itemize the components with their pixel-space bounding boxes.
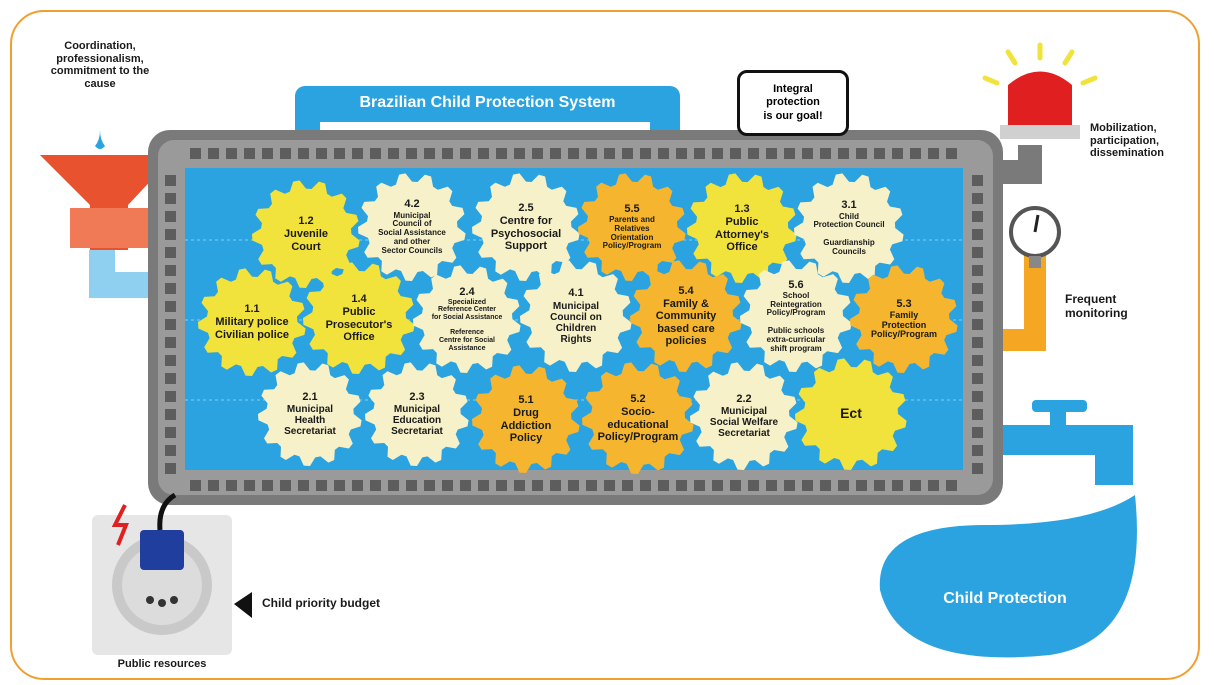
gear-label: School Reintegration Policy/Program Publ… — [766, 290, 826, 353]
gear-number: 2.5 — [518, 202, 534, 215]
gear-label: Drug Addiction Policy — [500, 407, 552, 444]
power-socket-icon — [92, 492, 232, 655]
system-title: Brazilian Child Protection System — [295, 86, 680, 120]
gear-number: 1.1 — [244, 303, 260, 316]
gear-label: Specialized Reference Center for Social … — [431, 298, 503, 352]
gear-number: 2.3 — [409, 390, 425, 403]
goal-text: Integral protection is our goal! — [763, 83, 823, 122]
gear-number: 5.4 — [678, 285, 694, 298]
siren-icon — [982, 42, 1098, 139]
gear-number: 3.1 — [841, 199, 857, 212]
gear-number: 2.1 — [302, 390, 318, 403]
gear-label: Municipal Health Secretariat — [284, 404, 336, 438]
siren-pipe — [1003, 145, 1042, 184]
gear-number: 2.2 — [736, 392, 752, 405]
goal-box: Integral protection is our goal! — [737, 70, 849, 136]
gear-label: Municipal Council of Social Assistance a… — [378, 210, 446, 255]
gear-number: 5.3 — [896, 297, 912, 310]
budget-label: Child priority budget — [262, 596, 380, 610]
water-drop — [879, 495, 1137, 658]
gear-etc: Ect — [795, 358, 907, 470]
gear-number: 2.4 — [459, 285, 475, 298]
outer-frame — [10, 10, 1200, 680]
megaphone-icon — [234, 592, 252, 618]
gear-number: 5.6 — [788, 278, 804, 291]
gear-label: Family & Community based care policies — [655, 298, 717, 347]
gear-number: 1.3 — [734, 203, 750, 216]
gear-label: Centre for Psychosocial Support — [490, 215, 562, 252]
gear-label: Public Prosecutor's Office — [325, 306, 393, 343]
gear-label: Municipal Education Secretariat — [391, 404, 443, 438]
gear-number: 4.2 — [404, 198, 420, 211]
gear-label: Socio- educational Policy/Program — [597, 406, 679, 443]
gear-label: Public Attorney's Office — [715, 216, 769, 253]
gear-label: Ect — [840, 405, 862, 422]
mobilization-label: Mobilization, participation, disseminati… — [1090, 122, 1164, 160]
gear-label: Parents and Relatives Orientation Policy… — [602, 214, 662, 251]
gear-number: 1.4 — [351, 293, 367, 306]
gear-number: 1.2 — [298, 215, 314, 228]
monitoring-label: Frequent monitoring — [1065, 292, 1128, 320]
gear-number: 5.2 — [630, 393, 646, 406]
gear-label: Family Protection Policy/Program — [870, 309, 938, 340]
funnel-icon — [40, 130, 175, 250]
gear-number: 4.1 — [568, 287, 584, 300]
gear-number: 5.5 — [624, 202, 640, 215]
gear-label: Juvenile Court — [283, 228, 329, 253]
resources-label: Public resources — [117, 658, 207, 670]
gear-label: Municipal Council on Children Rights — [550, 300, 602, 345]
input-pipe — [89, 250, 160, 298]
child-protection-label: Child Protection — [943, 590, 1067, 607]
coordination-label: Coordination, professionalism, commitmen… — [50, 40, 150, 90]
gear-label: Child Protection Council Guardianship Co… — [813, 211, 885, 256]
monitoring-pipe — [1003, 245, 1046, 351]
gauge-icon — [1009, 206, 1061, 268]
gear-label: Military police Civilian police — [215, 316, 289, 341]
gear-label: Municipal Social Welfare Secretariat — [709, 406, 779, 440]
gear-number: 5.1 — [518, 394, 534, 407]
faucet-icon — [1003, 400, 1133, 485]
